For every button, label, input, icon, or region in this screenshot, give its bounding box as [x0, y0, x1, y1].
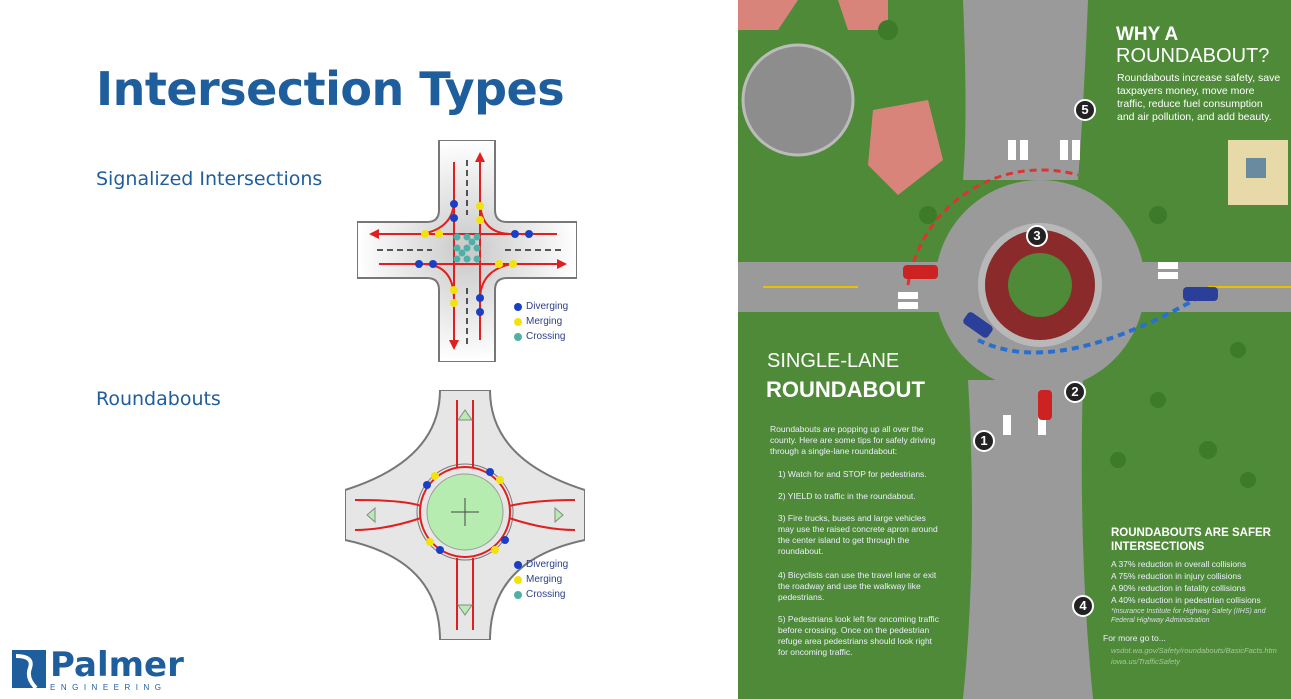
legend-label: Crossing [526, 589, 566, 600]
legend-item: Merging [514, 314, 568, 329]
stat-injury: A 75% reduction in injury collisions [1111, 571, 1242, 581]
legend-item: Crossing [514, 587, 568, 602]
marker-2: 2 [1064, 381, 1086, 403]
source-note: *Insurance Institute for Highway Safety … [1111, 608, 1266, 624]
more-info-label: For more go to... [1103, 633, 1166, 643]
tip-1: 1) Watch for and STOP for pedestrians. [778, 469, 927, 479]
palmer-logo: Palmer ENGINEERING [12, 645, 184, 692]
logo-mark-icon [12, 650, 46, 688]
crossing-dot-icon [514, 590, 522, 599]
stat-overall: A 37% reduction in overall collisions [1111, 559, 1247, 569]
tip-3: 3) Fire trucks, buses and large vehicles… [778, 513, 938, 556]
logo-name: Palmer [50, 645, 184, 685]
link-iowa[interactable]: iowa.us/TrafficSafety [1111, 657, 1181, 666]
single-lane-title-1: SINGLE-LANE [767, 350, 900, 372]
legend-label: Merging [526, 574, 563, 585]
diverging-dot-icon [514, 302, 522, 311]
legend-label: Diverging [526, 559, 569, 570]
marker-3: 3 [1026, 225, 1048, 247]
tip-2: 2) YIELD to traffic in the roundabout. [778, 491, 916, 501]
tip-4: 4) Bicyclists can use the travel lane or… [778, 570, 937, 602]
legend-item: Crossing [514, 329, 568, 344]
marker-5: 5 [1074, 99, 1096, 121]
legend-item: Merging [514, 572, 568, 587]
marker-4: 4 [1072, 595, 1094, 617]
stat-pedestrian: A 40% reduction in pedestrian collisions [1111, 595, 1261, 605]
legend-item: Diverging [514, 557, 568, 572]
roundabout-diagram [345, 390, 585, 640]
single-lane-title-2: ROUNDABOUT [766, 377, 925, 402]
roundabout-aerial-illustration [738, 0, 1291, 699]
legend-label: Crossing [526, 331, 566, 342]
tip-5: 5) Pedestrians look left for oncoming tr… [778, 614, 939, 657]
legend-label: Diverging [526, 301, 569, 312]
stat-fatality: A 90% reduction in fatality collisions [1111, 583, 1246, 593]
logo-tagline: ENGINEERING [50, 683, 167, 692]
single-lane-intro: Roundabouts are popping up all over the … [770, 424, 936, 456]
why-title-2: ROUNDABOUT? [1116, 45, 1270, 67]
link-wsdot[interactable]: wsdot.wa.gov/Safety/roundabouts/BasicFac… [1111, 646, 1277, 655]
merging-dot-icon [514, 575, 522, 584]
diverging-dot-icon [514, 560, 522, 569]
section-label-signalized: Signalized Intersections [96, 168, 323, 190]
roundabout-infographic: 1 2 3 4 5 WHY A ROUNDABOUT? Roundabouts … [738, 0, 1291, 699]
legend-item: Diverging [514, 299, 568, 314]
safer-title: ROUNDABOUTS ARE SAFER INTERSECTIONS [1111, 527, 1271, 553]
why-title-1: WHY A [1116, 24, 1179, 45]
why-body: Roundabouts increase safety, save taxpay… [1117, 72, 1281, 123]
legend-label: Merging [526, 316, 563, 327]
crossing-dot-icon [514, 332, 522, 341]
marker-1: 1 [973, 430, 995, 452]
page-title: Intersection Types [96, 62, 565, 116]
section-label-roundabouts: Roundabouts [96, 388, 221, 410]
merging-dot-icon [514, 317, 522, 326]
signalized-intersection-diagram [357, 140, 577, 362]
